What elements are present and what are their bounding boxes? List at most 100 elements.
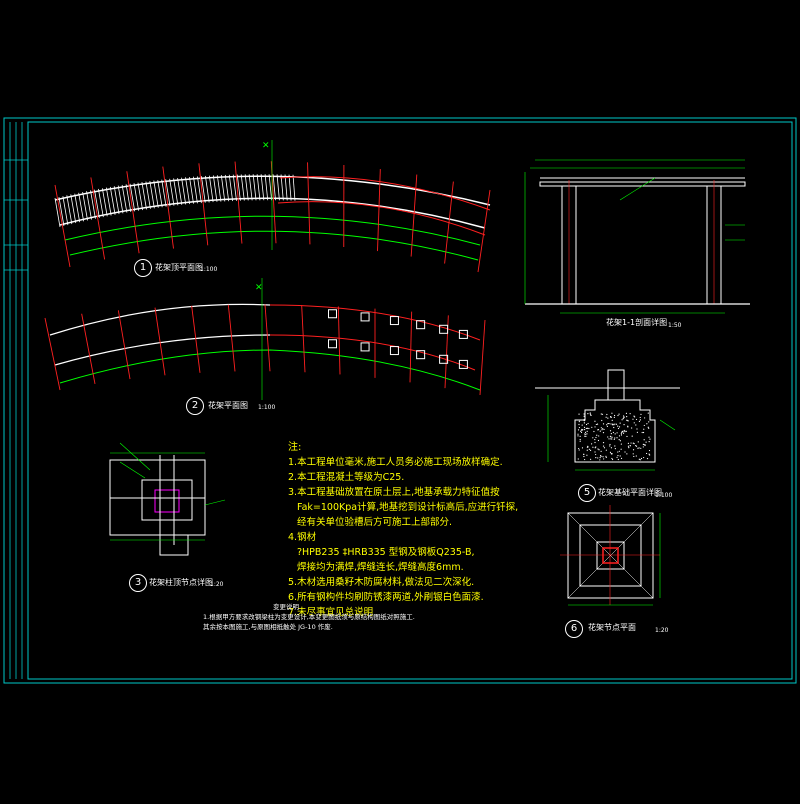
axis-line xyxy=(480,320,485,395)
view4-title: 花架1-1剖面详图 xyxy=(606,317,667,328)
concrete-speckle xyxy=(603,423,604,424)
concrete-speckle xyxy=(581,432,582,433)
concrete-speckle xyxy=(607,436,608,437)
note-item: 经有关单位验槽后方可施工上部部分. xyxy=(288,515,528,530)
concrete-speckle xyxy=(630,445,631,446)
rafter-line xyxy=(265,174,268,200)
concrete-speckle xyxy=(648,421,649,422)
concrete-speckle xyxy=(641,458,642,459)
rafter-line xyxy=(134,183,139,210)
concrete-speckle xyxy=(621,434,622,435)
concrete-speckle xyxy=(649,454,650,455)
rafter-line xyxy=(150,181,155,208)
concrete-speckle xyxy=(594,451,595,452)
concrete-speckle xyxy=(649,441,650,442)
concrete-speckle xyxy=(634,422,635,423)
concrete-speckle xyxy=(592,447,593,448)
concrete-speckle xyxy=(601,420,602,421)
concrete-speckle xyxy=(618,414,619,415)
concrete-speckle xyxy=(609,445,610,446)
concrete-speckle xyxy=(608,438,609,439)
concrete-speckle xyxy=(614,415,615,416)
concrete-speckle xyxy=(587,423,588,424)
concrete-speckle xyxy=(643,444,644,445)
concrete-speckle xyxy=(586,433,587,434)
concrete-speckle xyxy=(591,427,592,428)
concrete-speckle xyxy=(621,449,622,450)
rafter-line xyxy=(79,193,84,221)
concrete-speckle xyxy=(603,429,604,430)
concrete-speckle xyxy=(623,430,624,431)
concrete-speckle xyxy=(626,453,627,454)
view6-number-badge: 6 xyxy=(565,620,583,638)
concrete-speckle xyxy=(588,428,589,429)
concrete-speckle xyxy=(645,442,646,443)
concrete-speckle xyxy=(593,431,594,432)
concrete-speckle xyxy=(597,424,598,425)
concrete-speckle xyxy=(577,435,578,436)
concrete-speckle xyxy=(595,457,596,458)
concrete-speckle xyxy=(601,429,602,430)
concrete-speckle xyxy=(584,422,585,423)
rafter-line xyxy=(261,174,264,200)
column-marker xyxy=(329,310,337,318)
concrete-speckle xyxy=(626,436,627,437)
rafter-line xyxy=(225,175,228,201)
rafter-line xyxy=(98,189,103,217)
concrete-speckle xyxy=(619,451,620,452)
concrete-speckle xyxy=(579,420,580,421)
rafter-line xyxy=(63,196,68,225)
rafter-line xyxy=(67,195,72,224)
rafter-line xyxy=(249,174,252,200)
concrete-speckle xyxy=(621,458,622,459)
view3-joint-detail xyxy=(110,443,225,555)
concrete-speckle xyxy=(640,419,641,420)
note-item: 3.本工程基础放置在原土层上,地基承载力特征值按 xyxy=(288,485,528,500)
concrete-speckle xyxy=(611,437,612,438)
concrete-speckle xyxy=(612,424,613,425)
concrete-speckle xyxy=(583,419,584,420)
revision-note-line: 其余按本图施工,与原图相抵触处 JG-10 作废. xyxy=(203,622,503,632)
rafter-line xyxy=(146,182,151,209)
concrete-speckle xyxy=(585,432,586,433)
concrete-speckle xyxy=(603,432,604,433)
concrete-speckle xyxy=(610,438,611,439)
rafter-line xyxy=(106,188,111,216)
concrete-speckle xyxy=(619,439,620,440)
concrete-speckle xyxy=(620,440,621,441)
concrete-speckle xyxy=(644,445,645,446)
rafter-line xyxy=(55,198,60,227)
concrete-speckle xyxy=(601,451,602,452)
concrete-speckle xyxy=(585,436,586,437)
general-notes: 注: 1.本工程单位毫米,施工人员务必施工现场放样确定. 2.本工程混凝土等级为… xyxy=(288,440,528,620)
concrete-speckle xyxy=(596,435,597,436)
rafter-line xyxy=(285,175,287,201)
concrete-speckle xyxy=(590,413,591,414)
concrete-speckle xyxy=(640,417,641,418)
concrete-speckle xyxy=(615,448,616,449)
concrete-speckle xyxy=(637,448,638,449)
concrete-speckle xyxy=(632,436,633,437)
concrete-speckle xyxy=(584,433,585,434)
concrete-speckle xyxy=(603,442,604,443)
rafter-line xyxy=(253,174,256,200)
rafter-line xyxy=(91,190,96,218)
concrete-speckle xyxy=(592,437,593,438)
concrete-speckle xyxy=(614,417,615,418)
concrete-speckle xyxy=(584,429,585,430)
concrete-speckle xyxy=(599,459,600,460)
concrete-speckle xyxy=(594,421,595,422)
concrete-speckle xyxy=(581,429,582,430)
concrete-speckle xyxy=(617,426,618,427)
concrete-speckle xyxy=(584,427,585,428)
rafter-line xyxy=(71,194,76,223)
note-item: Fak=100Kpa计算,地基挖到设计标高后,应进行钎探, xyxy=(288,500,528,515)
view1-roof-plan: ✕ xyxy=(55,140,490,272)
concrete-speckle xyxy=(628,447,629,448)
concrete-speckle xyxy=(601,413,602,414)
axis-line xyxy=(302,305,305,372)
concrete-speckle xyxy=(582,424,583,425)
concrete-speckle xyxy=(623,418,624,419)
view5-scale: 1:100 xyxy=(655,492,672,499)
